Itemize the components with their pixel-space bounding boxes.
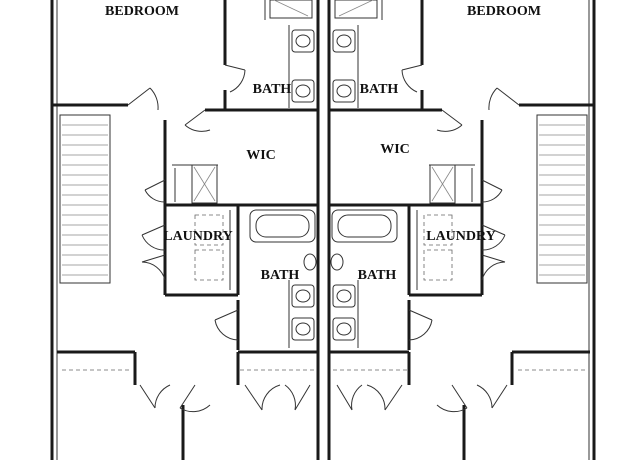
room-label-bath-lower-right: BATH [358,268,397,283]
room-label-laundry-right: LAUNDRY [426,229,496,244]
left-stairs [62,124,108,276]
room-label-wic-left: WIC [246,148,276,163]
exterior-walls [50,0,596,460]
room-label-bath-upper-right: BATH [360,82,399,97]
room-label-bedroom-left: BEDROOM [105,4,179,19]
right-stairs [539,124,585,276]
room-label-wic-right: WIC [380,142,410,157]
room-label-laundry-left: LAUNDRY [163,229,233,244]
room-label-bath-upper-left: BATH [253,82,292,97]
right-unit-walls [329,0,595,460]
room-label-bath-lower-left: BATH [261,268,300,283]
door-swings [127,64,520,413]
room-label-bedroom-right: BEDROOM [467,4,541,19]
left-unit-walls [52,0,318,460]
